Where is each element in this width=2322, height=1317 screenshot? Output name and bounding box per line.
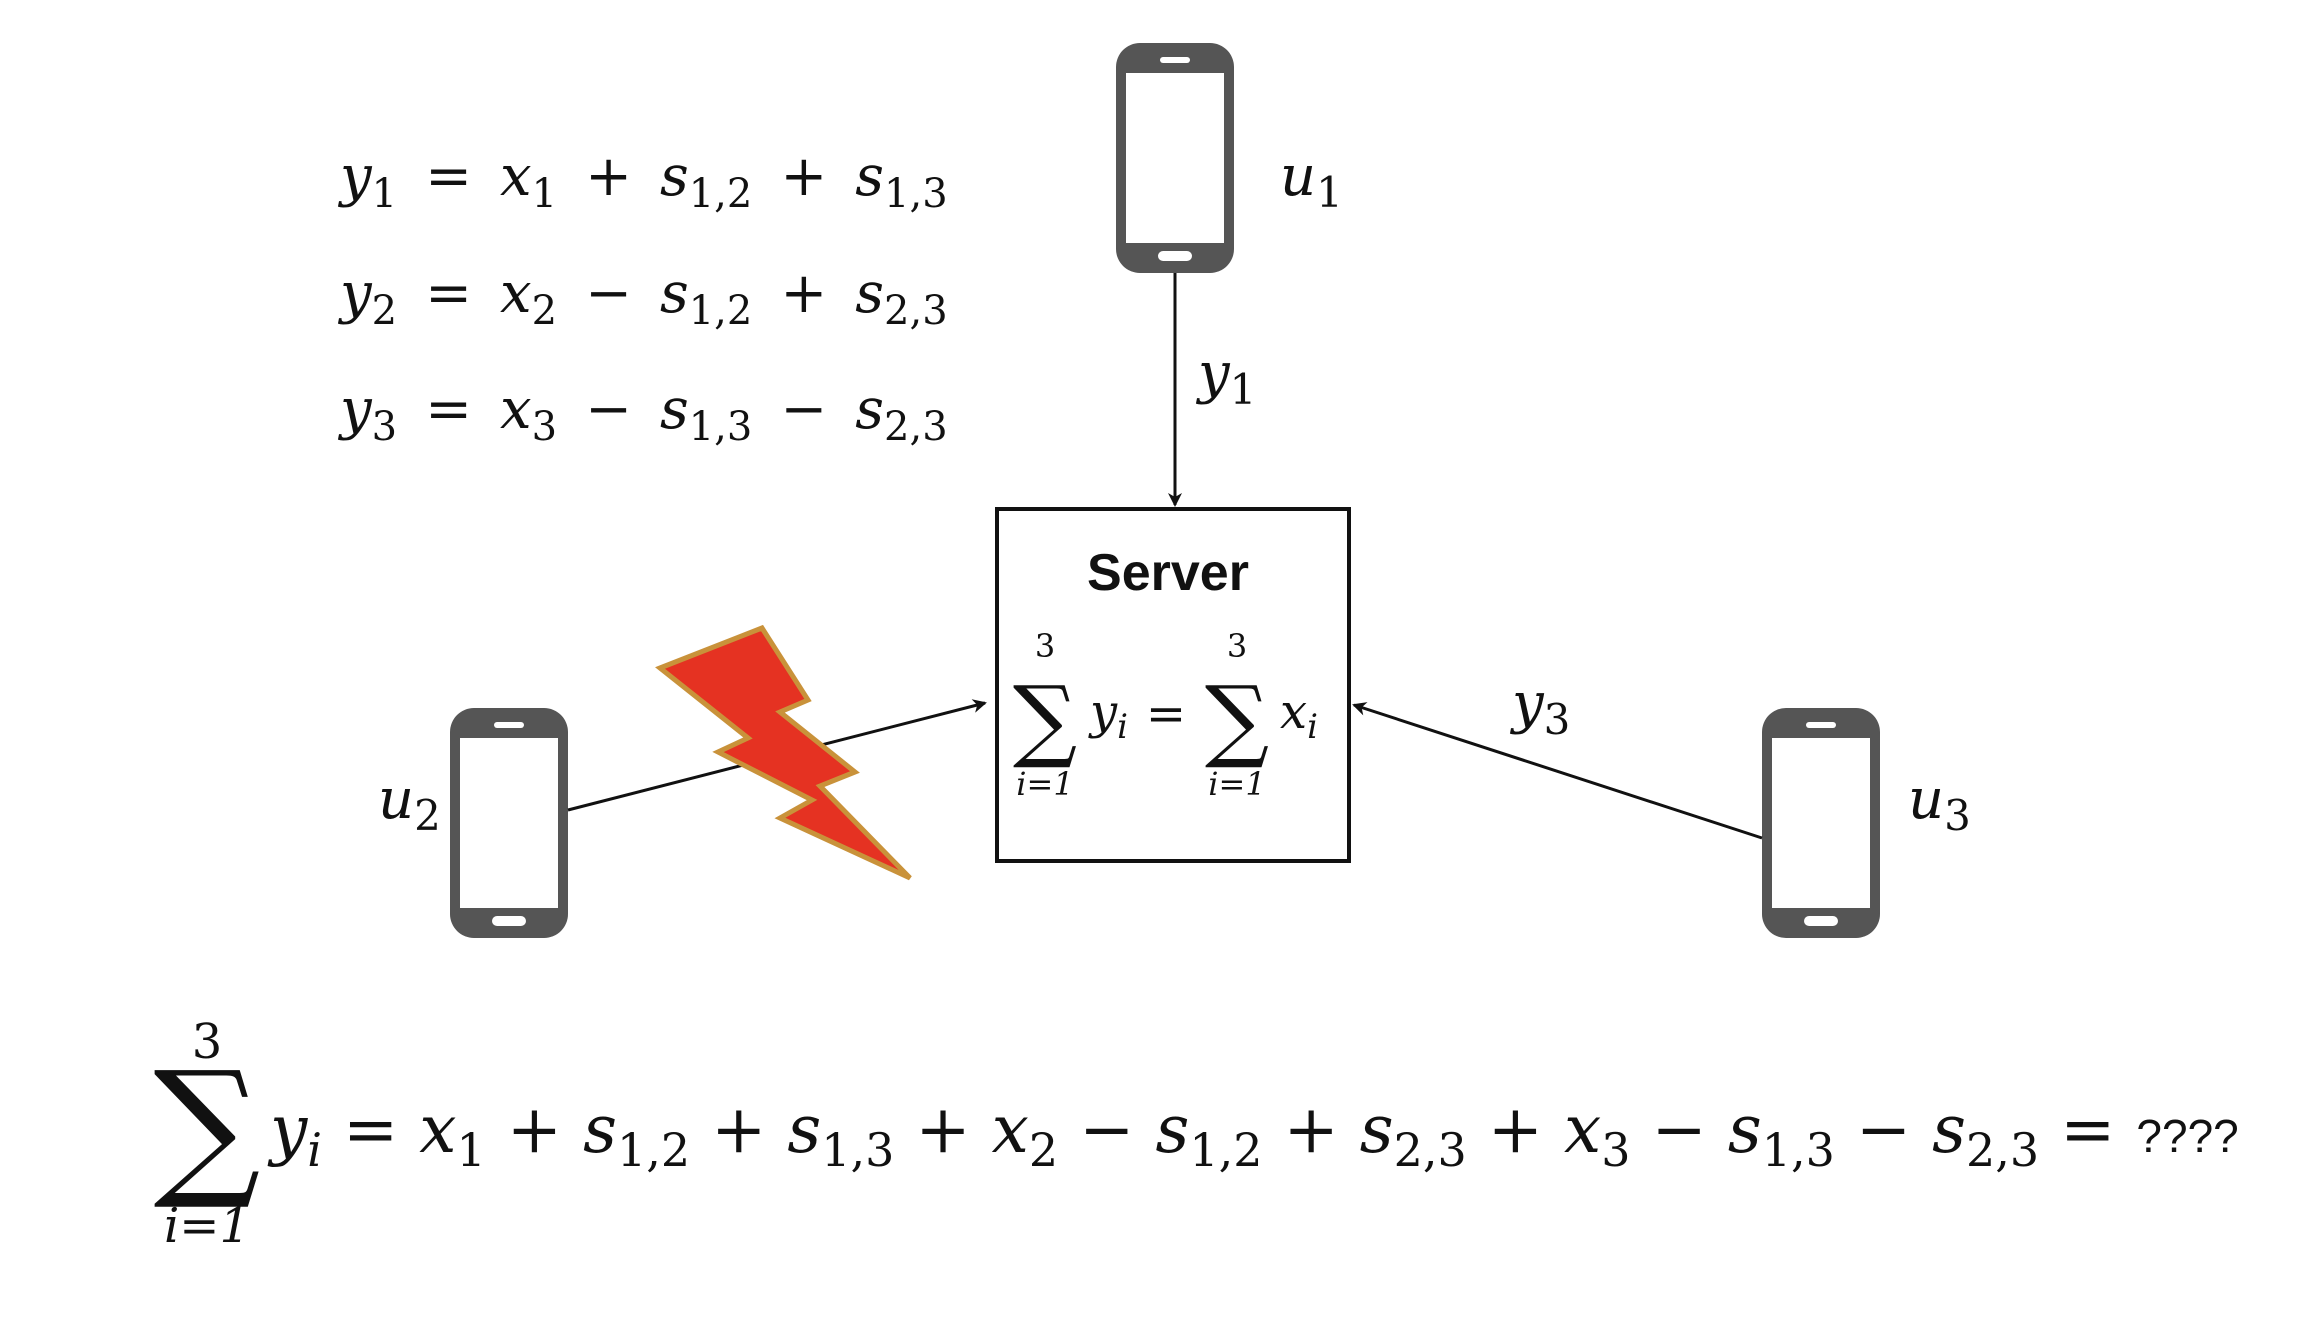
smartphone-icon xyxy=(1762,708,1880,938)
server-sum-left-sigma: ∑ xyxy=(1013,667,1077,772)
server-lhs-term: yi xyxy=(1088,684,1128,747)
server-rhs-term: xi xyxy=(1280,684,1318,747)
server-box: Server 3 ∑ i=1 yi = 3 ∑ i=1 xi xyxy=(995,507,1351,863)
bottom-summation: 3 ∑ i=1 yi = x1 + s1,2 + s1,3 + x2 − s1,… xyxy=(153,1014,2238,1254)
server-sum-right-lower: i=1 xyxy=(1208,765,1265,803)
smartphone-icon xyxy=(450,708,568,938)
user-1-phone xyxy=(1116,43,1234,273)
server-sum-right-upper: 3 xyxy=(1227,627,1247,665)
user-2-label: u2 xyxy=(378,767,441,840)
user-3-phone xyxy=(1762,708,1880,938)
user-2-phone xyxy=(450,708,568,938)
server-sum-left-lower: i=1 xyxy=(1016,765,1073,803)
equation-y1: y1 = x1 + s1,2 + s1,3 xyxy=(337,144,948,217)
masked-input-equations: y1 = x1 + s1,2 + s1,3 y2 = x2 − s1,2 + s2… xyxy=(337,144,948,450)
edge-u3-to-server xyxy=(1352,702,1763,840)
server-sum-left-upper: 3 xyxy=(1035,627,1055,665)
user-1-label: u1 xyxy=(1280,144,1343,217)
equation-y3: y3 = x3 − s1,3 − s2,3 xyxy=(337,377,948,450)
equation-y2: y2 = x2 − s1,2 + s2,3 xyxy=(337,261,948,334)
bottom-expression: yi = x1 + s1,2 + s1,3 + x2 − s1,2 + s2,3… xyxy=(267,1091,2239,1177)
edge-label-y1: y1 xyxy=(1195,341,1256,414)
server-sum-right-sigma: ∑ xyxy=(1205,667,1269,772)
user-3-label: u3 xyxy=(1908,767,1971,840)
lightning-bolt-icon xyxy=(655,624,912,881)
edge-label-y3: y3 xyxy=(1509,671,1570,744)
bottom-sum-upper: 3 xyxy=(192,1014,223,1070)
server-border xyxy=(995,507,1351,863)
smartphone-icon xyxy=(1116,43,1234,273)
bottom-sum-sigma: ∑ xyxy=(153,1040,260,1214)
server-title: Server xyxy=(1087,544,1249,602)
bottom-sum-lower: i=1 xyxy=(164,1198,250,1254)
server-equals: = xyxy=(1146,686,1186,742)
